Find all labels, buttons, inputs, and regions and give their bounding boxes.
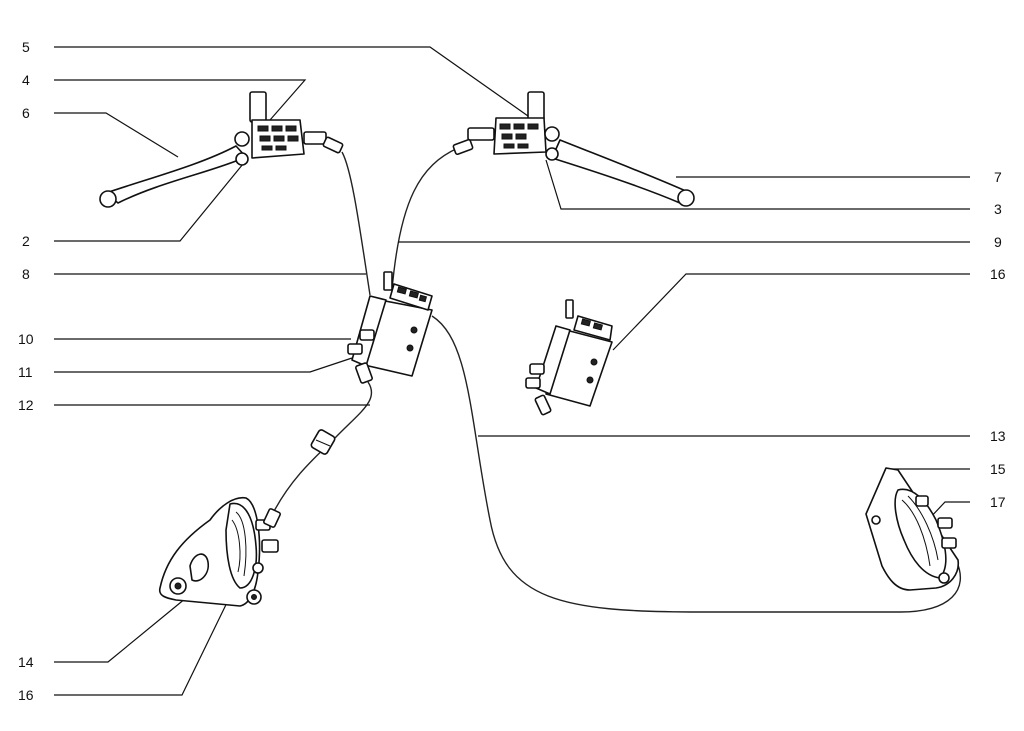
callout-4: 4 — [22, 72, 30, 88]
front-caliper-assembly — [158, 496, 281, 607]
left-banjo-fitting — [303, 131, 327, 145]
right-reservoir-cap — [527, 91, 545, 121]
front-bracket-cutout — [189, 553, 210, 582]
rear-caliper-pin — [938, 572, 950, 584]
leader-11 — [54, 357, 353, 373]
callout-7: 7 — [994, 169, 1002, 185]
rear-caliper-bleeder — [915, 495, 929, 507]
callout-14: 14 — [18, 654, 34, 670]
leader-3 — [545, 159, 970, 210]
left-pivot-lower — [235, 152, 249, 166]
right-pivot-lower — [545, 147, 559, 161]
leader-16a — [54, 579, 239, 696]
hoses — [271, 147, 961, 613]
spare-valve-inlet — [565, 299, 574, 319]
spare-valve-bolt-1 — [590, 358, 598, 366]
callout-10: 10 — [18, 331, 34, 347]
right-hose-end — [452, 138, 474, 156]
rear-caliper-banjo-2 — [941, 537, 957, 549]
spare-valve-fitting-1 — [529, 363, 545, 375]
valve-bolt-2 — [406, 344, 414, 352]
hose-right-lever-to-valve — [391, 147, 459, 291]
callout-17: 17 — [990, 494, 1006, 510]
callout-8: 8 — [22, 266, 30, 282]
left-lever-blade — [105, 145, 247, 204]
left-pivot-upper — [234, 131, 250, 147]
inline-fitting-body — [310, 429, 336, 455]
right-banjo-fitting — [467, 127, 495, 141]
valve-fitting-low — [347, 343, 363, 355]
right-brake-lever-assembly — [452, 91, 695, 207]
front-caliper-banjo — [261, 539, 279, 553]
callout-3: 3 — [994, 201, 1002, 217]
spare-valve-fitting-2 — [525, 377, 541, 389]
leader-16b — [612, 273, 970, 351]
leader-2 — [54, 163, 244, 242]
right-pivot-upper — [544, 126, 560, 142]
spare-valve-outlet — [534, 394, 552, 416]
valve-bolt-1 — [410, 326, 418, 334]
inline-hose-fitting — [310, 429, 336, 455]
left-reservoir-cap — [249, 91, 267, 123]
callout-16-front: 16 — [18, 687, 34, 703]
callout-13: 13 — [990, 428, 1006, 444]
leader-5 — [54, 46, 529, 117]
distribution-valve — [347, 271, 433, 384]
front-caliper-pin — [252, 562, 264, 574]
rear-caliper-assembly — [865, 467, 960, 591]
spare-valve-bolt-2 — [586, 376, 594, 384]
valve-outlet — [355, 362, 373, 384]
valve-fitting-mid — [359, 329, 375, 341]
rear-mount-hole — [871, 515, 881, 525]
valve-inlet-left — [383, 271, 393, 291]
spare-valve — [525, 299, 613, 416]
rear-caliper-banjo-1 — [937, 517, 953, 529]
leader-6 — [54, 112, 179, 158]
front-caliper-body — [225, 502, 258, 589]
callout-6: 6 — [22, 105, 30, 121]
leader-4 — [54, 79, 307, 121]
hose-valve-to-rear-caliper — [431, 315, 961, 613]
callout-9: 9 — [994, 234, 1002, 250]
callout-15: 15 — [990, 461, 1006, 477]
left-lever-tip — [99, 190, 117, 208]
left-brake-lever-assembly — [99, 91, 344, 208]
callout-5: 5 — [22, 39, 30, 55]
front-caliper-hose-end — [263, 508, 281, 528]
left-hose-end — [322, 136, 344, 154]
callout-16-valve: 16 — [990, 266, 1006, 282]
right-lever-tip — [677, 189, 695, 207]
right-lever-blade — [551, 139, 689, 204]
callout-numbers: 5 4 6 2 8 10 11 12 14 16 7 3 9 16 13 15 … — [18, 39, 1006, 703]
callout-12: 12 — [18, 397, 34, 413]
right-cylinder-fins — [499, 123, 539, 149]
callout-2: 2 — [22, 233, 30, 249]
left-cylinder-fins — [257, 125, 299, 151]
hose-left-lever-to-valve — [341, 151, 371, 296]
leader-14 — [54, 597, 187, 663]
callout-11: 11 — [18, 364, 33, 380]
